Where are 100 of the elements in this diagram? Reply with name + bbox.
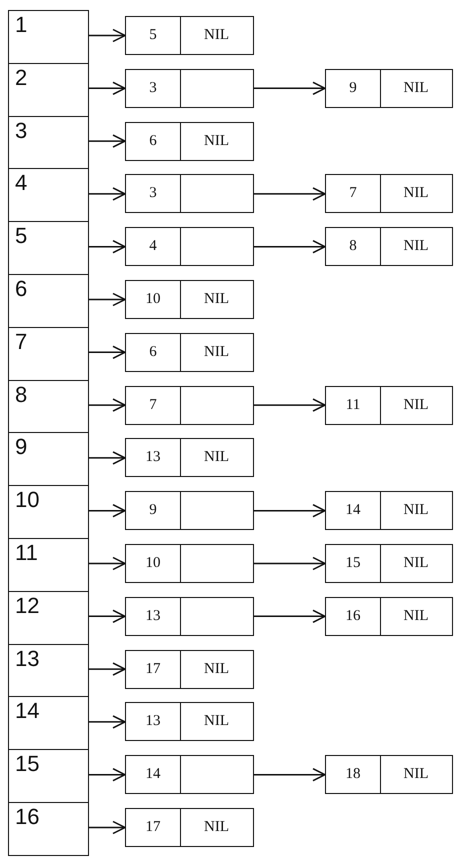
arrow	[89, 504, 126, 518]
list-node	[125, 808, 254, 847]
vertex-value: 10	[146, 555, 160, 572]
arrow	[254, 504, 326, 518]
vertex-value: 4	[149, 238, 157, 256]
arrow	[254, 240, 326, 254]
vertex-value: 9	[349, 80, 357, 97]
array-index: 14	[15, 699, 40, 724]
vertex-value: 6	[149, 344, 157, 361]
arrow	[89, 240, 126, 254]
arrow	[89, 610, 126, 624]
array-index: 8	[15, 382, 28, 407]
vertex-value: 16	[346, 608, 360, 625]
next-pointer: NIL	[204, 344, 229, 361]
list-node	[125, 544, 254, 583]
list-node	[125, 280, 254, 319]
array-index: 15	[15, 752, 40, 776]
arrow	[89, 187, 126, 201]
array-index: 3	[15, 118, 28, 143]
list-node	[325, 386, 453, 425]
vertex-value: 5	[149, 27, 157, 44]
array-cell	[8, 62, 89, 117]
arrow	[89, 768, 126, 782]
vertex-value: 13	[146, 608, 160, 625]
list-node	[325, 174, 453, 214]
arrow	[254, 610, 326, 624]
array-cell	[8, 538, 89, 592]
next-pointer: NIL	[204, 660, 229, 678]
arrow	[89, 82, 126, 96]
arrow	[89, 662, 126, 676]
array-index: 1	[15, 13, 28, 37]
arrow	[254, 82, 326, 96]
array-index: 5	[15, 224, 28, 248]
array-cell	[8, 380, 89, 434]
array-index: 11	[15, 541, 38, 565]
next-pointer: NIL	[204, 27, 229, 44]
vertex-value: 10	[146, 291, 160, 308]
arrow	[89, 28, 126, 42]
list-node	[325, 596, 453, 636]
arrow	[89, 398, 126, 412]
array-index: 6	[15, 277, 28, 301]
vertex-value: 8	[349, 238, 357, 256]
vertex-value: 7	[349, 185, 357, 202]
vertex-value: 3	[149, 185, 157, 202]
array-cell	[8, 168, 89, 222]
next-pointer: NIL	[404, 555, 428, 572]
next-pointer: NIL	[404, 80, 428, 97]
next-pointer: NIL	[404, 238, 428, 256]
vertex-value: 6	[149, 132, 157, 150]
vertex-value: 7	[149, 396, 157, 414]
array-cell	[8, 749, 89, 803]
list-node	[125, 227, 254, 266]
next-pointer: NIL	[404, 766, 428, 784]
arrow	[89, 346, 126, 360]
arrow	[89, 292, 126, 306]
arrow	[89, 451, 126, 465]
arrow	[254, 187, 326, 201]
list-node	[125, 438, 254, 478]
vertex-value: 14	[146, 766, 160, 784]
vertex-value: 17	[146, 819, 160, 836]
list-node	[125, 650, 254, 689]
next-pointer: NIL	[404, 396, 428, 414]
array-index: 16	[15, 805, 40, 829]
list-node	[125, 702, 254, 742]
vertex-value: 3	[149, 80, 157, 97]
list-node	[125, 16, 254, 55]
arrow	[254, 556, 326, 570]
array-cell	[8, 644, 89, 698]
arrow	[254, 768, 326, 782]
list-node	[325, 68, 453, 108]
array-cell	[8, 485, 89, 539]
next-pointer: NIL	[204, 819, 229, 836]
vertex-value: 17	[146, 660, 160, 678]
arrow	[89, 134, 126, 148]
array-index: 2	[15, 66, 28, 90]
arrow	[254, 398, 326, 412]
array-cell	[8, 802, 89, 856]
list-node	[125, 491, 254, 530]
list-node	[125, 68, 254, 108]
vertex-value: 18	[346, 766, 360, 784]
next-pointer: NIL	[404, 185, 428, 202]
array-index: 7	[15, 330, 28, 354]
list-node	[125, 332, 254, 372]
list-node	[125, 755, 254, 794]
array-index: 4	[15, 171, 28, 196]
array-cell	[8, 274, 89, 328]
array-cell	[8, 221, 89, 275]
array-index: 9	[15, 435, 28, 460]
list-node	[125, 596, 254, 636]
vertex-value: 13	[146, 449, 160, 466]
list-node	[125, 122, 254, 161]
vertex-value: 14	[346, 502, 360, 520]
vertex-value: 11	[346, 396, 360, 414]
arrow	[89, 715, 126, 729]
next-pointer: NIL	[204, 291, 229, 308]
list-node	[125, 174, 254, 214]
next-pointer: NIL	[204, 449, 229, 466]
list-node	[325, 491, 453, 530]
vertex-value: 15	[346, 555, 360, 572]
list-node	[325, 544, 453, 583]
